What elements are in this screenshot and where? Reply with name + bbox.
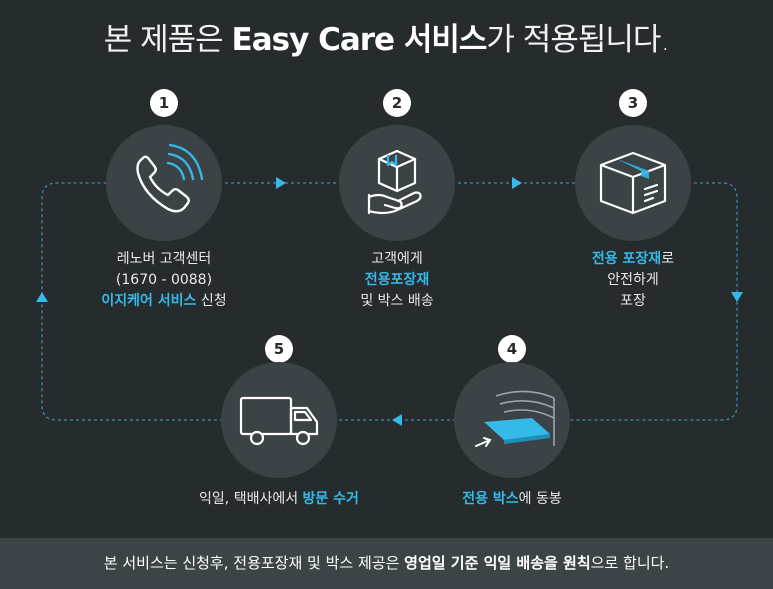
title-highlight: Easy Care 서비스 (231, 22, 488, 58)
step-5-circle (221, 362, 337, 478)
step-4-caption: 전용 박스에 동봉 (462, 491, 562, 507)
delivery-truck-icon (239, 396, 319, 446)
step-1-caption: 레노버 고객센터 (1670 - 0088) 이지케어 서비스 신청 (101, 251, 227, 309)
box-with-laptop-icon (475, 390, 555, 447)
arrow-right-icon (512, 177, 522, 189)
step-3-number: 3 (619, 89, 647, 117)
packed-box-icon (599, 151, 667, 215)
step-1-number: 1 (150, 89, 178, 117)
arrow-right-icon (276, 177, 286, 189)
step-4-number: 4 (498, 335, 526, 363)
step-2-number: 2 (383, 89, 411, 117)
step-5-number: 5 (265, 335, 293, 363)
page-title: 본 제품은 Easy Care 서비스가 적용됩니다. (103, 22, 671, 58)
step-5-caption: 익일, 택배사에서 방문 수거 (199, 491, 359, 507)
step-2-caption: 고객에게 전용포장재 및 박스 배송 (360, 251, 434, 309)
step-2-circle (339, 125, 455, 241)
footer-notice: 본 서비스는 신청후, 전용포장재 및 박스 제공은 영업일 기준 익일 배송을… (0, 538, 773, 589)
step-1-circle (106, 125, 222, 241)
arrow-down-icon (731, 292, 743, 302)
box-in-hand-icon (367, 149, 422, 215)
phone-icon (136, 143, 204, 213)
arrow-up-icon (36, 292, 48, 302)
step-3-caption: 전용 포장재로 안전하게 포장 (591, 251, 675, 309)
step-3-circle (575, 125, 691, 241)
step-4-circle (454, 362, 570, 478)
arrow-left-icon (392, 414, 402, 426)
